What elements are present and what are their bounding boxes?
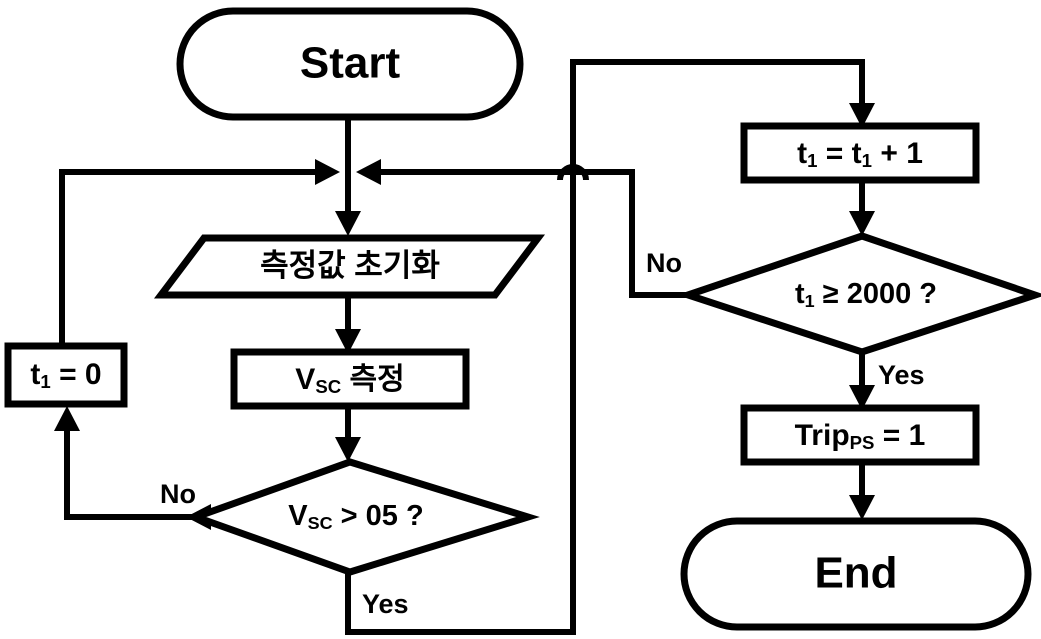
node-decision-t-main: t — [795, 278, 805, 310]
connector-decision-t-no — [573, 169, 688, 298]
node-trip-tail: = 1 — [874, 419, 925, 452]
node-start[interactable] — [176, 7, 524, 121]
node-decision-t-sub: 1 — [805, 291, 815, 311]
node-init-label: 측정값 초기화 — [260, 248, 440, 283]
node-increment-t-sub: 1 — [807, 150, 817, 171]
node-reset-t[interactable] — [4, 342, 128, 408]
node-increment-t-tail2: + 1 — [872, 137, 923, 170]
arrowhead-to-trip — [849, 385, 875, 410]
node-increment-t-tail: = t — [817, 137, 861, 170]
arrowhead-to-decision-v — [335, 437, 361, 462]
arrowhead-to-decision-t — [849, 211, 875, 236]
node-decision-t-label: t1 ≥ 2000 ? — [795, 278, 937, 311]
node-measure-tail: 측정 — [341, 363, 405, 396]
node-reset-t-tail: = 0 — [51, 358, 102, 391]
node-increment-t-label: t1 = t1 + 1 — [797, 137, 923, 171]
node-trip-label: TripPS = 1 — [795, 419, 926, 453]
node-reset-t-main: t — [30, 358, 40, 391]
node-decision-vsc-label: VSC > 05 ? — [288, 500, 423, 533]
node-trip-main: Trip — [795, 419, 850, 452]
node-reset-t-sub: 1 — [40, 371, 50, 392]
connector-decision-v-yes-to-loop — [345, 172, 576, 635]
connector-decision-v-no-to-reset — [64, 425, 198, 520]
edge-label-decision-t-no: No — [646, 248, 682, 278]
arrowhead-to-reset — [54, 406, 80, 431]
arrowhead-to-increment — [849, 103, 875, 128]
arrowhead-left-into-junction — [315, 159, 340, 185]
node-measure-label: VSC 측정 — [295, 363, 404, 397]
node-start-label: Start — [300, 39, 401, 88]
node-measure-main: V — [295, 363, 315, 396]
node-measure-sub: SC — [315, 376, 341, 397]
edge-label-decision-vsc-no: No — [160, 479, 196, 509]
edge-label-decision-vsc-yes: Yes — [362, 589, 409, 619]
node-increment-t-sub2: 1 — [862, 150, 872, 171]
arrowhead-to-measure — [335, 329, 361, 354]
node-decision-t-tail: ≥ 2000 ? — [815, 278, 937, 310]
node-init[interactable] — [153, 234, 546, 299]
node-trip[interactable] — [740, 404, 980, 466]
node-decision-vsc-main: V — [288, 500, 308, 532]
node-decision-t[interactable] — [676, 232, 1041, 356]
node-increment-t[interactable] — [740, 122, 980, 184]
arrowhead-to-end — [849, 495, 875, 520]
node-end[interactable] — [680, 517, 1032, 631]
node-reset-t-label: t1 = 0 — [30, 358, 101, 392]
node-increment-t-main: t — [797, 137, 807, 170]
node-decision-vsc[interactable] — [185, 458, 540, 576]
edge-label-decision-t-yes: Yes — [878, 360, 925, 390]
node-trip-sub: PS — [850, 432, 875, 453]
node-end-label: End — [814, 549, 897, 598]
connector-reset-to-junction — [59, 169, 322, 344]
arrowhead-right-into-junction — [356, 159, 381, 185]
connector-loop-to-increment — [570, 59, 865, 172]
node-decision-vsc-tail: > 05 ? — [333, 500, 424, 532]
node-measure[interactable] — [230, 348, 470, 410]
node-decision-vsc-sub: SC — [308, 513, 333, 533]
arrowhead-to-init — [335, 211, 361, 236]
